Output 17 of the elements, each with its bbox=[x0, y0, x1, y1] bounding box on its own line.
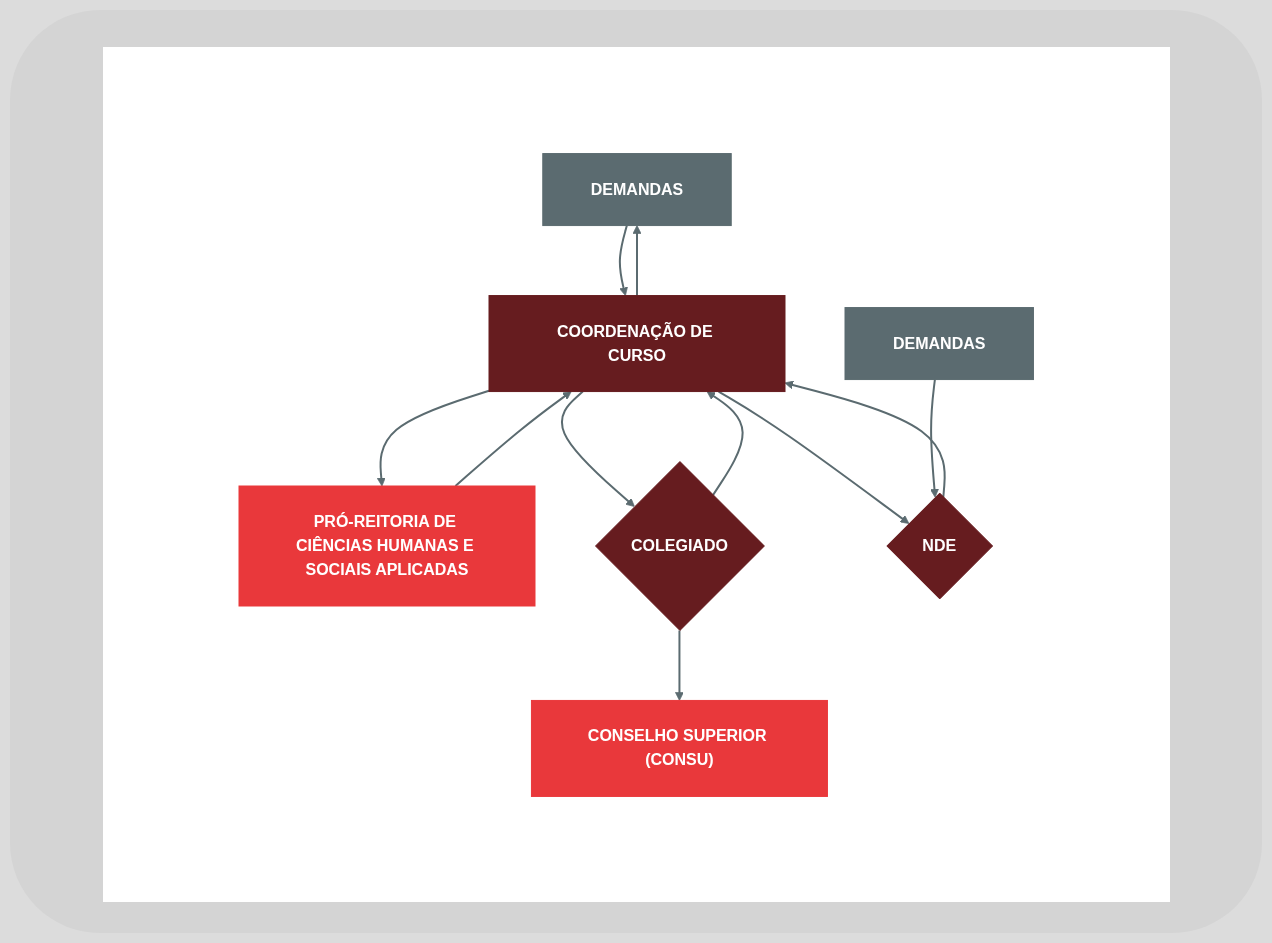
arrow bbox=[377, 389, 491, 486]
arrow bbox=[717, 390, 910, 524]
node-box: COORDENAÇÃO DE CURSO bbox=[488, 294, 786, 392]
node-box: DEMANDAS bbox=[542, 152, 732, 226]
node-box: CONSELHO SUPERIOR (CONSU) bbox=[531, 699, 829, 797]
arrow bbox=[454, 390, 572, 487]
arrow bbox=[784, 380, 947, 498]
arrow bbox=[675, 628, 685, 701]
arrow bbox=[619, 224, 629, 296]
node-diamond: NDE bbox=[886, 492, 994, 599]
arrow bbox=[561, 390, 636, 507]
arrow bbox=[632, 224, 642, 297]
arrow bbox=[706, 390, 744, 496]
node-box: DEMANDAS bbox=[844, 306, 1035, 380]
arrow bbox=[930, 378, 940, 498]
node-box: PRÓ-REITORIA DE CIÊNCIAS HUMANAS E SOCIAIS APLICADAS bbox=[238, 485, 536, 606]
node-diamond: COLEGIADO bbox=[595, 460, 766, 631]
